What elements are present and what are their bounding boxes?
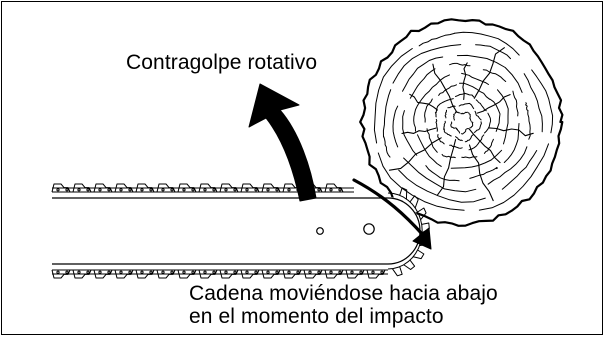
log-end-grain-icon (359, 18, 564, 227)
rotational-kickback-label: Contragolpe rotativo (126, 51, 318, 74)
chain-movement-label: Cadena moviéndose hacia abajo en el mome… (189, 282, 498, 328)
chain-movement-label-line-2: en el momento del impacto (189, 305, 444, 328)
chain-movement-label-line-1: Cadena moviéndose hacia abajo (189, 282, 498, 305)
kickback-arrow-icon (248, 83, 317, 202)
chainsaw-bar-icon (51, 183, 430, 279)
chain-direction-arrow-icon (352, 178, 432, 250)
chainsaw-kickback-diagram (51, 18, 564, 279)
